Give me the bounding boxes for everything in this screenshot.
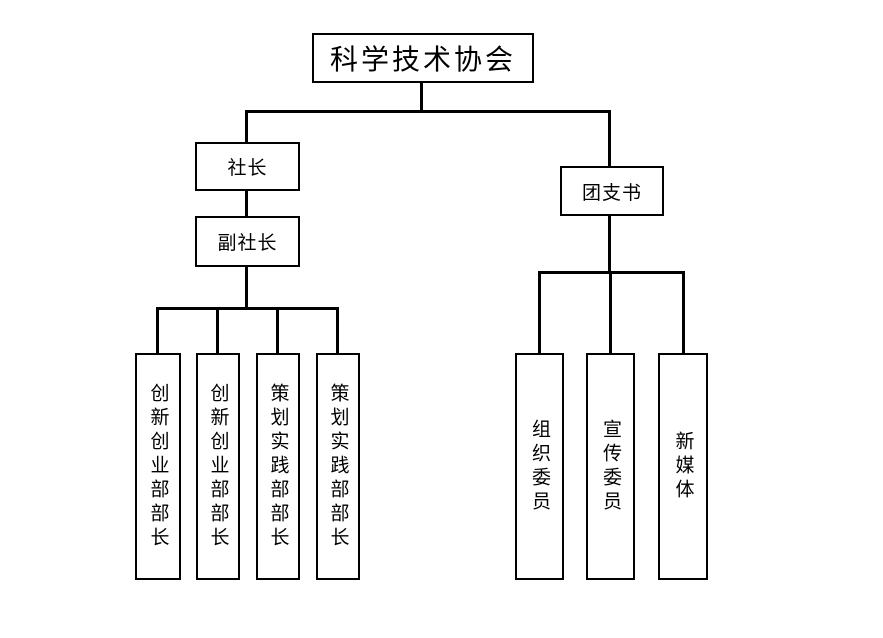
node-planning-dept-head-2: 策划实践部部长 [316, 353, 360, 580]
connector-left-drop-1 [156, 307, 159, 353]
connector-to-league-secretary [608, 110, 611, 166]
node-association-title: 科学技术协会 [312, 33, 534, 83]
connector-title-down [420, 83, 423, 112]
node-publicity-committee: 宣传委员 [586, 353, 635, 580]
node-vice-president: 副社长 [195, 216, 300, 267]
connector-main-horizontal [245, 110, 611, 113]
connector-president-vice [245, 191, 248, 216]
node-league-secretary: 团支书 [560, 166, 664, 216]
node-vice-president-label: 副社长 [217, 233, 278, 254]
node-organization-committee: 组织委员 [515, 353, 564, 580]
node-president-label: 社长 [227, 158, 268, 179]
node-new-media: 新媒体 [658, 353, 708, 580]
node-planning-dept-head-1: 策划实践部部长 [256, 353, 300, 580]
node-new-media-label: 新媒体 [672, 430, 694, 503]
node-president: 社长 [195, 142, 300, 191]
connector-left-drop-3 [276, 307, 279, 353]
connector-right-drop-2 [609, 271, 612, 353]
node-league-secretary-label: 团支书 [581, 182, 642, 204]
connector-right-drop-3 [682, 271, 685, 353]
connector-left-drop-2 [216, 307, 219, 353]
node-innovation-dept-head-2: 创新创业部部长 [196, 353, 240, 580]
connector-secretary-down [608, 215, 611, 274]
connector-right-drop-1 [538, 271, 541, 353]
connector-left-horizontal [156, 307, 339, 310]
node-association-title-label: 科学技术协会 [329, 44, 516, 75]
node-innovation-dept-head-2-label: 创新创业部部长 [207, 382, 229, 551]
node-organization-committee-label: 组织委员 [529, 418, 550, 515]
node-planning-dept-head-2-label: 策划实践部部长 [327, 382, 349, 551]
node-planning-dept-head-1-label: 策划实践部部长 [267, 382, 289, 551]
connector-vice-down [245, 267, 248, 310]
node-publicity-committee-label: 宣传委员 [600, 418, 621, 515]
connector-to-president [245, 110, 248, 142]
node-innovation-dept-head-1: 创新创业部部长 [135, 353, 181, 580]
node-innovation-dept-head-1-label: 创新创业部部长 [147, 382, 169, 551]
connector-left-drop-4 [336, 307, 339, 353]
